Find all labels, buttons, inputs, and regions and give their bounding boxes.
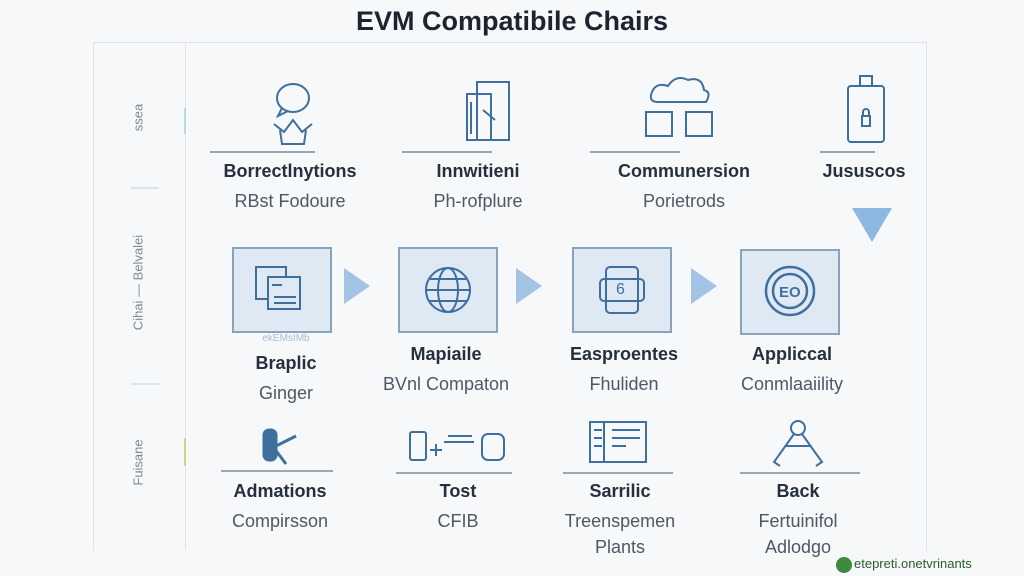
side-label-bottom: Fuisane	[130, 439, 146, 486]
divider-rule	[820, 151, 875, 153]
side-accent	[184, 438, 186, 466]
chat-bubble-icon	[273, 83, 313, 145]
item-subtitle: BVnl Compaton	[382, 374, 510, 394]
leaf-logo-icon	[836, 556, 852, 573]
divider-rule	[402, 151, 492, 153]
divider-rule	[563, 472, 673, 474]
coin-icon: EO	[764, 265, 816, 317]
item-subtitle: Ph-rofplure	[433, 191, 523, 211]
item-title: Tost	[439, 481, 477, 501]
side-divider	[185, 42, 186, 550]
flow-arrow-icon	[691, 268, 717, 304]
item-subtitle: Fertuinifol	[758, 511, 838, 531]
side-label-middle: Cihai — Belvalei	[130, 234, 146, 331]
item-subtitle: Plants	[594, 537, 646, 557]
device-icon: 6	[599, 266, 645, 314]
item-title: Back	[776, 481, 820, 501]
book-icon	[589, 421, 647, 463]
divider-rule	[396, 472, 512, 474]
item-subtitle: Fhuliden	[589, 374, 659, 394]
item-subtitle: RBst Fodoure	[234, 191, 346, 211]
item-title: Jususcos	[822, 161, 906, 181]
item-card: Jususcos	[774, 161, 954, 182]
step-box	[398, 247, 498, 333]
item-title: Easproentes	[569, 344, 679, 364]
item-subtitle: Ginger	[258, 383, 314, 403]
item-subtitle: Compirsson	[231, 511, 329, 531]
step-box	[232, 247, 332, 333]
divider-rule	[221, 470, 333, 472]
item-title: Borrectlnytions	[223, 161, 357, 181]
item-subtitle: Adlodgo	[764, 537, 832, 557]
item-subtitle: Treenspemen	[564, 511, 676, 531]
item-title: Sarrilic	[589, 481, 651, 501]
compass-icon	[772, 420, 824, 467]
item-subtitle: Conmlaaiility	[740, 374, 844, 394]
step-box: 6	[572, 247, 672, 333]
frame	[93, 42, 927, 551]
item-subtitle: Porietrods	[642, 191, 726, 211]
item-title: Mapiaile	[410, 344, 482, 364]
item-subtitle: CFIB	[437, 511, 479, 531]
item-title: Appliccal	[751, 344, 833, 364]
box-caption: ekEMsIMb	[262, 333, 310, 344]
documents-icon	[466, 81, 510, 141]
cloud-network-icon	[645, 77, 713, 137]
windows-icon	[255, 266, 301, 310]
watermark: etepreti.onetvrinants	[836, 556, 972, 573]
divider-rule	[590, 151, 680, 153]
flow-arrow-icon	[344, 268, 370, 304]
watermark-text: etepreti.onetvrinants	[854, 556, 972, 571]
item-title: Innwitieni	[436, 161, 520, 181]
step-box: EO	[740, 249, 840, 335]
divider-rule	[210, 151, 315, 153]
connect-icon	[409, 431, 505, 461]
side-accent	[184, 108, 186, 134]
item-title: Braplic	[255, 353, 317, 373]
side-tick	[131, 383, 159, 385]
diagram-title: EVM Compatibile Chairs	[355, 6, 669, 36]
down-arrow-icon	[852, 208, 892, 242]
tool-icon	[262, 428, 297, 465]
globe-icon	[425, 267, 471, 313]
item-title: Communersion	[617, 161, 750, 181]
svg-text:EO: EO	[779, 284, 801, 301]
lock-device-icon	[847, 75, 885, 143]
side-tick	[131, 187, 159, 189]
item-title: Admations	[233, 481, 327, 501]
svg-text:6: 6	[616, 281, 625, 298]
divider-rule	[740, 472, 860, 474]
flow-arrow-icon	[516, 268, 542, 304]
